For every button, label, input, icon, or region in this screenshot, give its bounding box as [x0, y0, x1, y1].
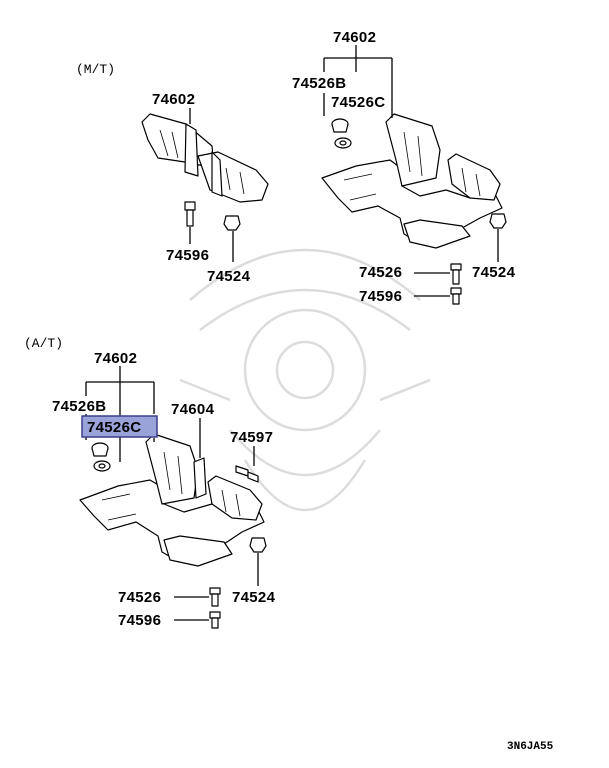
callout-74526-mt-right: 74526	[359, 264, 402, 281]
callout-74524-mt-left: 74524	[207, 268, 251, 285]
grommet-74526b-mt-right	[334, 137, 352, 149]
bolt-74596-at	[209, 611, 221, 629]
callout-74596-at: 74596	[118, 612, 161, 629]
callout-74596-mt-right: 74596	[359, 288, 402, 305]
nut-74524-mt-left	[223, 215, 241, 231]
callout-74602-mt-right: 74602	[333, 29, 376, 46]
bolt-74596-mt-left	[184, 201, 196, 227]
callout-74602-at: 74602	[94, 350, 137, 367]
callout-74524-mt-right: 74524	[472, 264, 516, 281]
bolt-74596-mt-right	[450, 287, 462, 305]
bolt-74597-at	[235, 465, 259, 483]
section-label-at: (A/T)	[24, 336, 63, 351]
callout-74524-at: 74524	[232, 589, 276, 606]
callout-74602-mt-left: 74602	[152, 91, 195, 108]
bolt-74526-mt-right	[450, 263, 462, 285]
callout-74526c-mt-right: 74526C	[331, 94, 385, 111]
undercover-74602-mt-right	[321, 113, 503, 249]
nut-74524-at	[249, 537, 267, 553]
watermark-emblem	[179, 248, 431, 512]
grommet-74526c-at	[91, 442, 109, 457]
callout-74526c-at[interactable]: 74526C	[87, 419, 141, 436]
diagram-code: 3N6JA55	[507, 741, 554, 753]
section-label-mt: (M/T)	[76, 62, 115, 77]
callout-74526-at: 74526	[118, 589, 161, 606]
nut-74524-mt-right	[489, 213, 507, 229]
callout-74526b-at: 74526B	[52, 398, 106, 415]
highlight-box	[81, 415, 158, 438]
grommet-74526c-mt-right	[331, 118, 349, 133]
callout-74597-at: 74597	[230, 429, 273, 446]
bracket-74604-at	[193, 457, 207, 499]
callout-74596-mt-left: 74596	[166, 247, 209, 264]
bolt-74526-at	[209, 587, 221, 607]
callout-74526b-mt-right: 74526B	[292, 75, 346, 92]
grommet-74526b-at	[93, 460, 111, 472]
callout-74604-at: 74604	[171, 401, 215, 418]
undercover-74602-mt-left	[141, 113, 269, 203]
undercover-74602-at	[79, 433, 265, 567]
